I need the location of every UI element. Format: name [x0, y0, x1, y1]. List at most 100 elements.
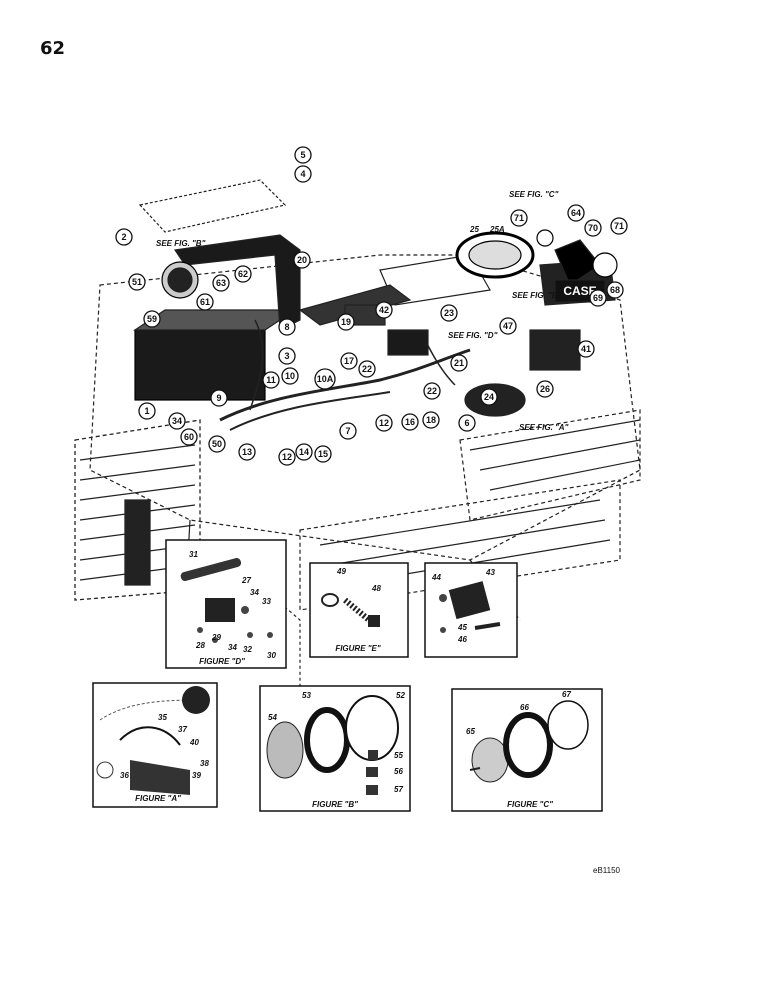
callout-circle: [375, 414, 393, 432]
callout-label: 16: [405, 417, 415, 427]
callout-label: 59: [147, 314, 157, 324]
callout-label: 61: [200, 297, 210, 307]
callout-label: 6: [464, 418, 469, 428]
fig-e-48: 48: [371, 584, 381, 593]
callout-label: 23: [444, 308, 454, 318]
callout-label: 22: [427, 386, 437, 396]
callout-label: 9: [216, 393, 221, 403]
callout-4: 4: [294, 165, 312, 183]
callout-label: 7: [345, 426, 350, 436]
callout-label: 4: [300, 169, 305, 179]
callout-circle: [423, 382, 441, 400]
callout-label: 60: [184, 432, 194, 442]
callout-label: 68: [610, 285, 620, 295]
fig-b-52: 52: [396, 691, 405, 700]
callout-71: 71: [610, 217, 628, 235]
callout-circle: [480, 388, 498, 406]
callout-label: 19: [341, 317, 351, 327]
callout-circle: [168, 412, 186, 430]
figure-c: 67 66 65 FIGURE "C": [451, 688, 603, 812]
callout-21: 21: [450, 354, 468, 372]
fig-d-27: 27: [241, 576, 251, 585]
fig-a-39: 39: [192, 771, 201, 780]
callout-label: 11: [266, 375, 276, 385]
fig-b-caption: FIGURE "B": [312, 800, 358, 809]
callout-22: 22: [358, 360, 376, 378]
figure-b: 53 52 54 55 56 57 FIGURE "B": [259, 685, 411, 812]
fig-a-35: 35: [158, 713, 167, 722]
callout-label: 69: [593, 293, 603, 303]
callout-label: 71: [514, 213, 524, 223]
callout-59: 59: [143, 310, 161, 328]
callout-label: 18: [426, 415, 436, 425]
fig-b-54: 54: [268, 713, 277, 722]
callout-label: 21: [454, 358, 464, 368]
callout-label: 3: [284, 351, 289, 361]
callout-label: 12: [379, 418, 389, 428]
fig-d-31: 31: [189, 550, 198, 559]
fig-d-34b: 34: [228, 643, 237, 652]
callout-circle: [458, 414, 476, 432]
callout-circle: [115, 228, 133, 246]
callout-circle: [295, 443, 313, 461]
fig-c-67: 67: [562, 690, 571, 699]
fig-a-37: 37: [178, 725, 187, 734]
figure-references: SEE FIG. "B" SEE FIG. "C" SEE FIG. "E" S…: [156, 190, 569, 432]
callout-8: 8: [278, 318, 296, 336]
callout-label: 51: [132, 277, 142, 287]
callout-3: 3: [278, 347, 296, 365]
callout-13: 13: [238, 443, 256, 461]
callout-label: 62: [238, 269, 248, 279]
fig-a-36: 36: [120, 771, 129, 780]
callout-12: 12: [278, 448, 296, 466]
callout-12: 12: [375, 414, 393, 432]
callout-circle: [440, 304, 458, 322]
callout-circle: [584, 219, 602, 237]
callout-label: 47: [503, 321, 513, 331]
figure-regulator: 44 43 45 46: [424, 562, 518, 658]
callout-26: 26: [536, 380, 554, 398]
callout-label: 10: [285, 371, 295, 381]
callout-51: 51: [128, 273, 146, 291]
callout-circle: [610, 217, 628, 235]
callout-circle: [422, 411, 440, 429]
callout-20: 20: [293, 251, 311, 269]
callout-5: 5: [294, 146, 312, 164]
callout-34: 34: [168, 412, 186, 430]
fig-a-38: 38: [200, 759, 209, 768]
callout-circle: [450, 354, 468, 372]
callout-69: 69: [589, 289, 607, 307]
callout-41: 41: [577, 340, 595, 358]
callout-circle: [278, 448, 296, 466]
callout-7: 7: [339, 422, 357, 440]
callout-68: 68: [606, 281, 624, 299]
fig-c-66: 66: [520, 703, 529, 712]
fig-r-43: 43: [485, 568, 495, 577]
callout-label: 24: [484, 392, 494, 402]
callout-63: 63: [212, 274, 230, 292]
callout-70: 70: [584, 219, 602, 237]
callout-50: 50: [208, 435, 226, 453]
callout-42: 42: [375, 301, 393, 319]
fig-b-57: 57: [394, 785, 403, 794]
callout-circle: [294, 165, 312, 183]
callout-circle: [340, 352, 358, 370]
callout-16: 16: [401, 413, 419, 431]
see-fig-a: SEE FIG. "A": [519, 423, 569, 432]
callout-10: 10: [281, 367, 299, 385]
callout-11: 11: [262, 371, 280, 389]
callout-label: 64: [571, 208, 581, 218]
callout-22: 22: [423, 382, 441, 400]
callout-circle: [210, 389, 228, 407]
callout-circle: [180, 428, 198, 446]
fig-d-30: 30: [267, 651, 276, 660]
callout-10a: 10A: [314, 368, 336, 390]
callout-circle: [294, 146, 312, 164]
callout-circle: [278, 347, 296, 365]
callout-15: 15: [314, 445, 332, 463]
callout-2: 2: [115, 228, 133, 246]
callout-label: 63: [216, 278, 226, 288]
fig-c-65: 65: [466, 727, 475, 736]
callout-17: 17: [340, 352, 358, 370]
